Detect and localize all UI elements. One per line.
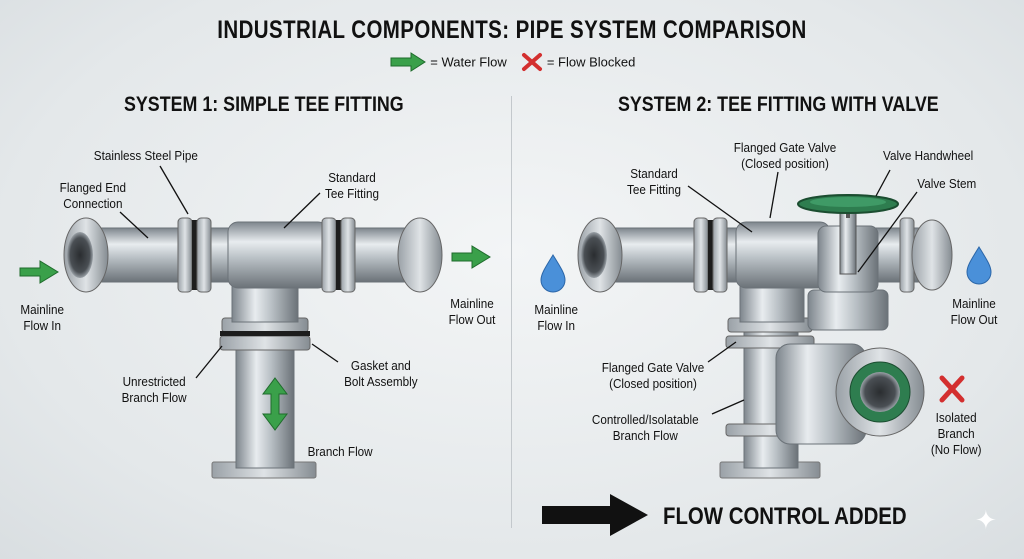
sparkle-icon: ✦ xyxy=(975,505,997,535)
system1-assembly xyxy=(19,165,491,479)
label-gate-valve-top: Flanged Gate Valve(Closed position) xyxy=(733,140,837,171)
label-gate-valve-low: Flanged Gate Valve(Closed position) xyxy=(601,360,705,391)
branch-flow-arrow-icon xyxy=(262,377,288,431)
water-flow-arrow-icon xyxy=(390,52,426,72)
system1-title: SYSTEM 1: SIMPLE TEE FITTING xyxy=(124,93,404,116)
legend-flow-blocked: = Flow Blocked xyxy=(546,54,636,70)
flow-blocked-x-icon xyxy=(522,53,543,71)
system2-title: SYSTEM 2: TEE FITTING WITH VALVE xyxy=(618,93,939,116)
flow-control-arrow-icon xyxy=(542,494,648,536)
legend-water-flow: = Water Flow xyxy=(430,54,507,70)
page-title: INDUSTRIAL COMPONENTS: PIPE SYSTEM COMPA… xyxy=(217,16,807,44)
footer-flow-control: FLOW CONTROL ADDED xyxy=(663,503,907,530)
system2-assembly xyxy=(540,169,992,536)
section-divider xyxy=(511,96,512,528)
water-drop-out-icon xyxy=(966,246,992,285)
flow-out-arrow-icon xyxy=(451,245,491,269)
isolated-branch-x-icon xyxy=(939,375,965,403)
legend: = Water Flow = Flow Blocked xyxy=(0,52,1024,72)
label-stainless-pipe: Stainless Steel Pipe xyxy=(93,148,198,163)
water-drop-in-icon xyxy=(540,254,566,293)
label-branch-flow: Branch Flow xyxy=(307,444,373,459)
label-valve-stem: Valve Stem xyxy=(917,176,977,191)
label-valve-handwheel: Valve Handwheel xyxy=(883,148,974,163)
flow-in-arrow-icon xyxy=(19,260,59,284)
